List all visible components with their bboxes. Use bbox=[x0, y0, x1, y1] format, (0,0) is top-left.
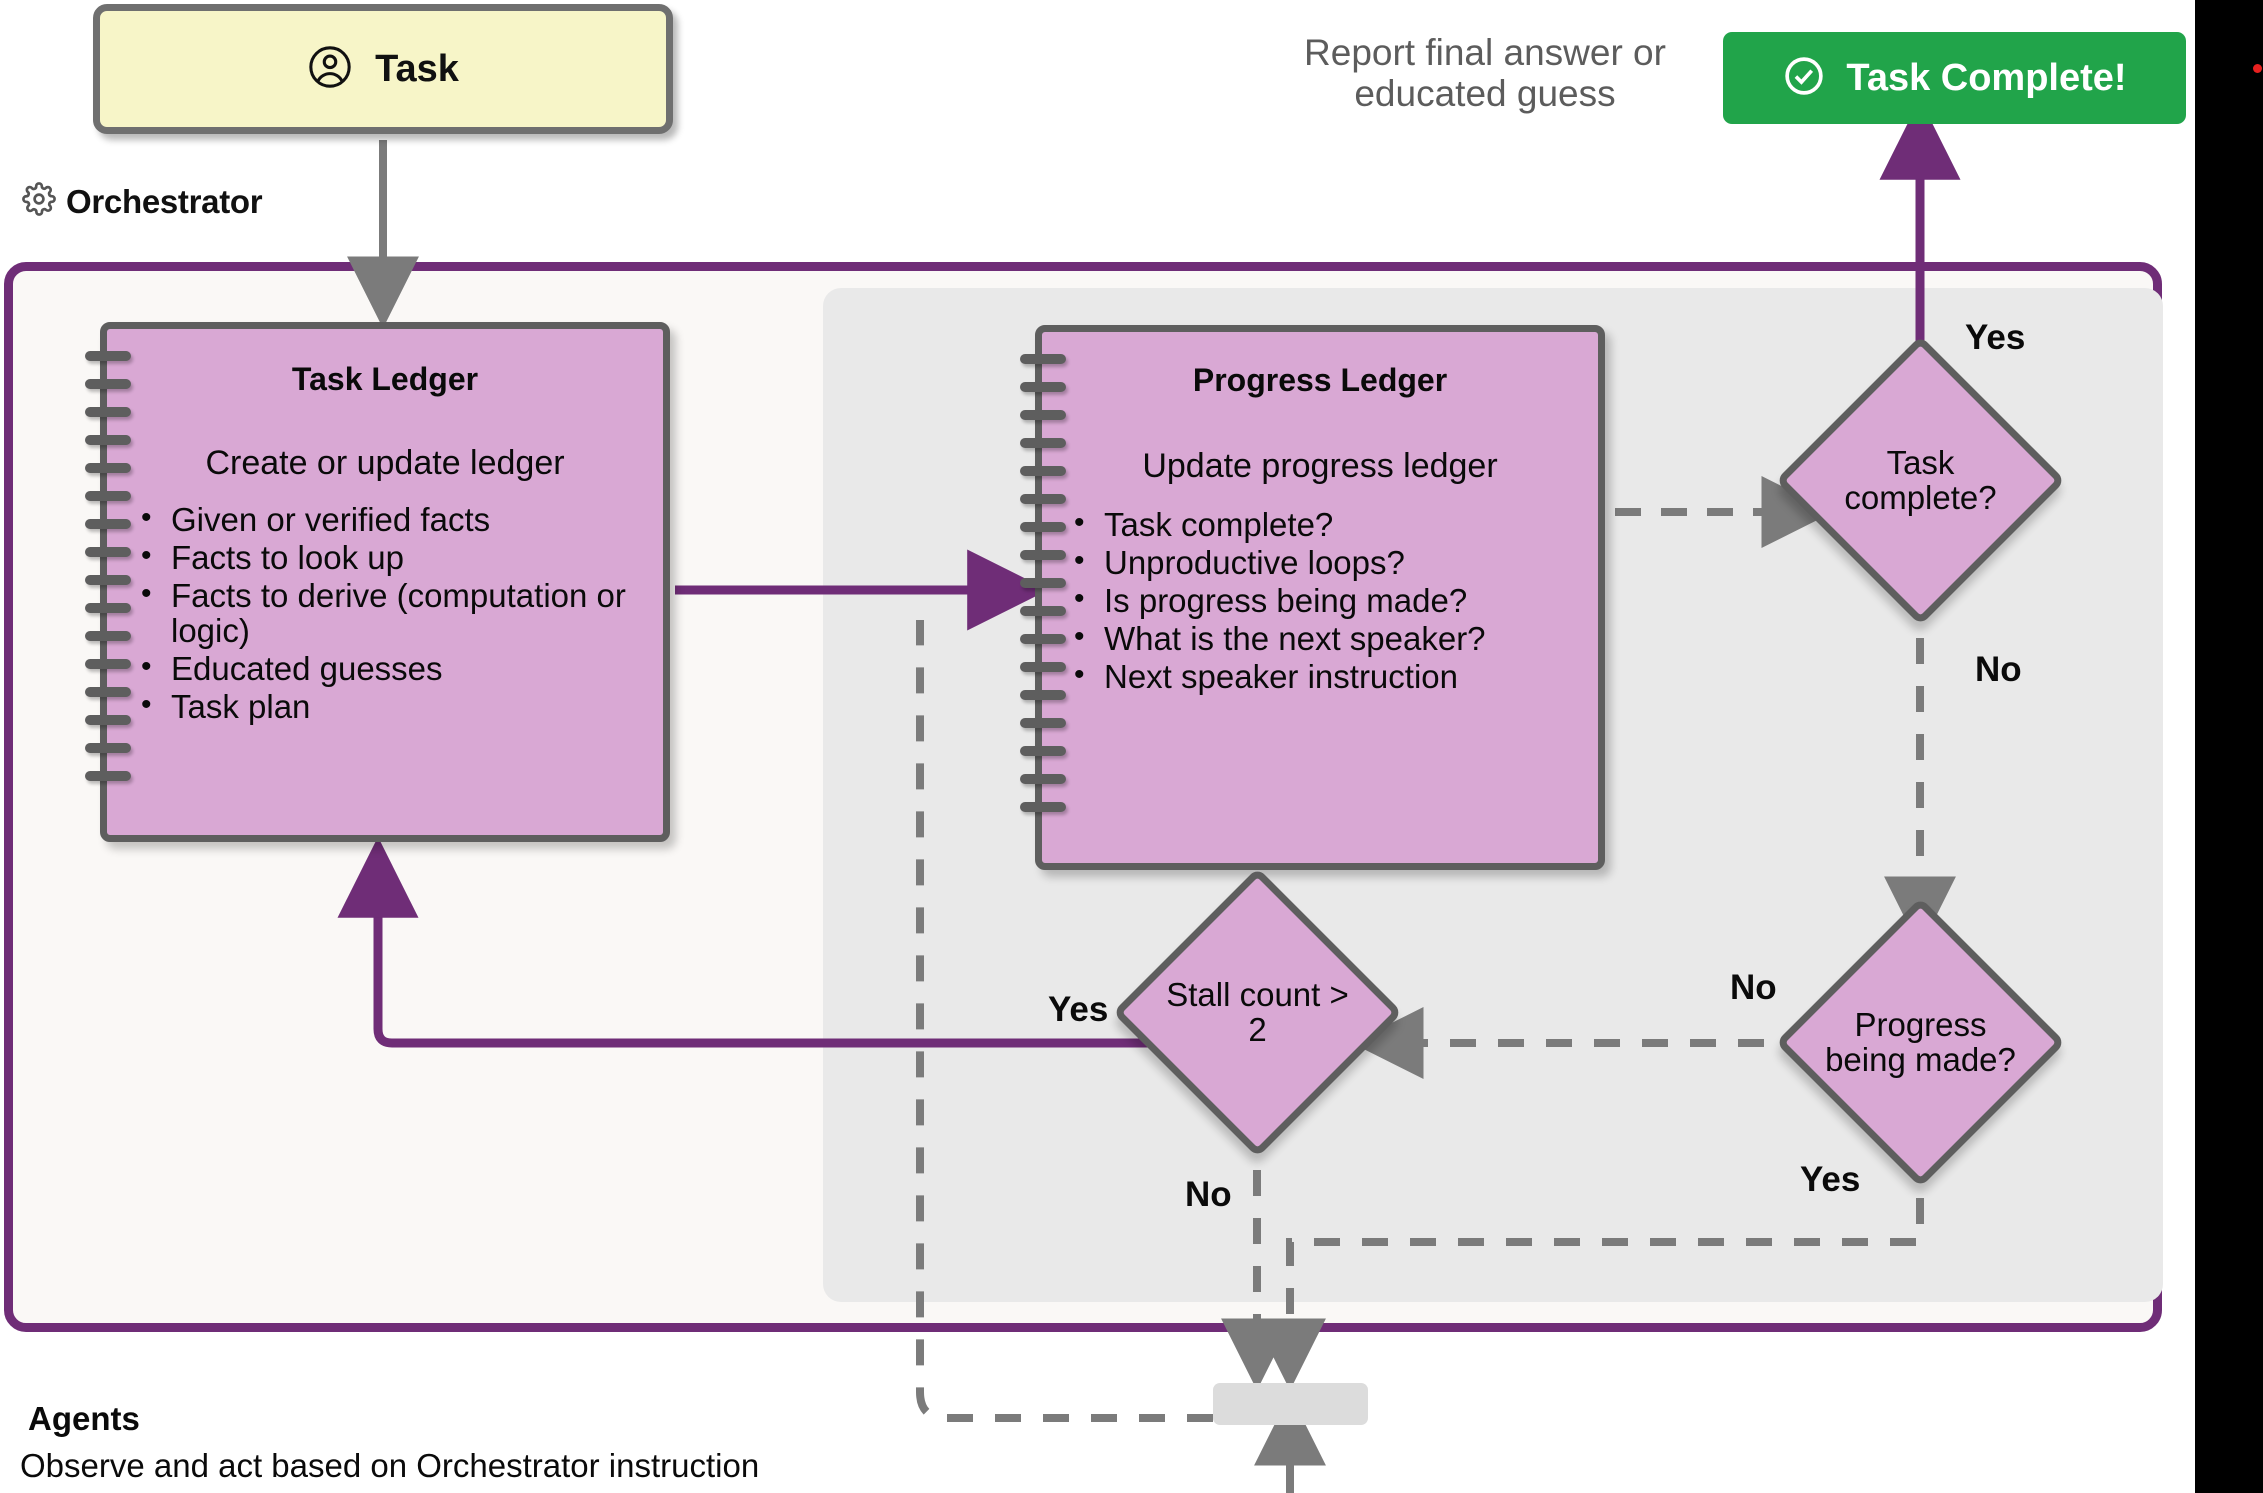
list-item: Task plan bbox=[133, 689, 663, 725]
task-ledger-card[interactable]: Task Ledger Create or update ledger Give… bbox=[85, 322, 670, 842]
list-item: Next speaker instruction bbox=[1066, 659, 1598, 695]
progress-ledger-card[interactable]: Progress Ledger Update progress ledger T… bbox=[1020, 325, 1605, 870]
decision-progress-made-label: Progress being made? bbox=[1825, 1005, 2016, 1078]
edge-label-yes-stall-count: Yes bbox=[1048, 990, 1109, 1029]
edge-label-no-task-complete: No bbox=[1975, 650, 2022, 689]
report-caption: Report final answer or educated guess bbox=[1250, 32, 1720, 115]
task-complete-badge[interactable]: Task Complete! bbox=[1723, 32, 2186, 124]
edge-label-no-progress-made: No bbox=[1730, 968, 1777, 1007]
gear-icon bbox=[22, 182, 56, 221]
agents-subtitle: Observe and act based on Orchestrator in… bbox=[20, 1447, 760, 1484]
spiral-binding-icon bbox=[85, 351, 131, 799]
progress-ledger-list: Task complete? Unproductive loops? Is pr… bbox=[1066, 507, 1598, 695]
decision-stall-count-label: Stall count > 2 bbox=[1166, 975, 1349, 1048]
list-item: Educated guesses bbox=[133, 651, 663, 687]
check-circle-icon bbox=[1782, 54, 1826, 103]
spiral-binding-icon bbox=[1020, 354, 1066, 830]
agents-title: Agents bbox=[28, 1400, 140, 1437]
list-item: Task complete? bbox=[1066, 507, 1598, 543]
edge-label-no-stall-count: No bbox=[1185, 1175, 1232, 1214]
list-item: Given or verified facts bbox=[133, 502, 663, 538]
agent-placeholder-box[interactable] bbox=[1213, 1383, 1368, 1425]
list-item: Facts to look up bbox=[133, 540, 663, 576]
progress-ledger-title: Progress Ledger bbox=[1192, 362, 1448, 398]
red-dot-marker bbox=[2253, 64, 2262, 73]
right-black-band bbox=[2195, 0, 2263, 1493]
orchestrator-label-text: Orchestrator bbox=[66, 182, 263, 220]
list-item: Is progress being made? bbox=[1066, 583, 1598, 619]
task-ledger-list: Given or verified facts Facts to look up… bbox=[133, 502, 663, 725]
list-item: Facts to derive (computation or logic) bbox=[133, 578, 663, 649]
orchestrator-label: Orchestrator bbox=[22, 182, 263, 221]
decision-progress-made[interactable]: Progress being made? bbox=[1775, 897, 2066, 1188]
list-item: Unproductive loops? bbox=[1066, 545, 1598, 581]
edge-label-yes-task-complete: Yes bbox=[1965, 318, 2026, 357]
task-card-label: Task bbox=[375, 47, 459, 90]
decision-task-complete[interactable]: Task complete? bbox=[1775, 335, 2066, 626]
task-ledger-subtitle: Create or update ledger bbox=[205, 444, 565, 482]
progress-ledger-subtitle: Update progress ledger bbox=[1142, 447, 1498, 485]
edge-label-yes-progress-made: Yes bbox=[1800, 1160, 1861, 1199]
decision-task-complete-label: Task complete? bbox=[1844, 443, 1997, 516]
task-ledger-title: Task Ledger bbox=[291, 361, 479, 397]
task-complete-badge-label: Task Complete! bbox=[1846, 56, 2127, 99]
decision-stall-count[interactable]: Stall count > 2 bbox=[1112, 867, 1403, 1158]
list-item: What is the next speaker? bbox=[1066, 621, 1598, 657]
report-caption-line1: Report final answer or bbox=[1304, 32, 1666, 73]
user-circle-icon bbox=[307, 44, 353, 95]
task-card[interactable]: Task bbox=[93, 4, 673, 134]
report-caption-line2: educated guess bbox=[1354, 73, 1616, 115]
